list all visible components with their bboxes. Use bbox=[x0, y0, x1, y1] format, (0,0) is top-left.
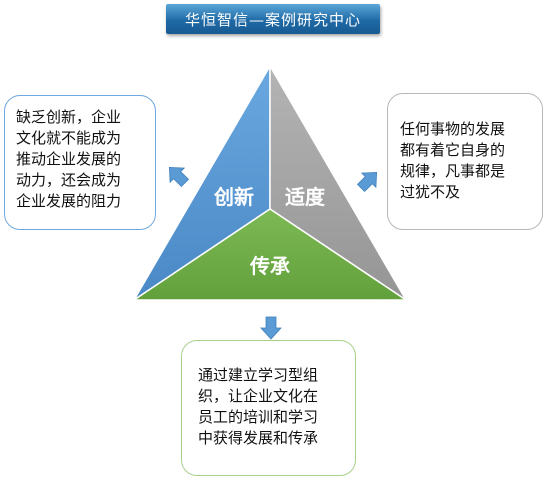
arrow-right-icon bbox=[356, 171, 378, 193]
note-line: 过犹不及 bbox=[400, 183, 461, 201]
title-banner: 华恒智信—案例研究中心 bbox=[166, 4, 380, 34]
note-line: 任何事物的发展 bbox=[400, 120, 506, 138]
note-line: 文化就不能成为 bbox=[16, 129, 122, 147]
note-line: 缺乏创新，企业 bbox=[16, 108, 122, 126]
banner-title: 华恒智信—案例研究中心 bbox=[184, 10, 361, 29]
note-line: 中获得发展和传承 bbox=[198, 429, 319, 447]
note-line: 员工的培训和学习 bbox=[198, 408, 319, 426]
arrow-left-icon bbox=[168, 166, 190, 188]
inheritance-note-box: 通过建立学习型组 织，让企业文化在 员工的培训和学习 中获得发展和传承 bbox=[181, 340, 356, 476]
triangle-segment-inheritance bbox=[131, 208, 409, 301]
note-line: 规律，凡事都是 bbox=[400, 162, 506, 180]
moderation-note-box: 任何事物的发展 都有着它自身的 规律，凡事都是 过犹不及 bbox=[387, 93, 543, 230]
note-line: 推动企业发展的 bbox=[16, 150, 122, 168]
note-line: 动力，还会成为 bbox=[16, 171, 122, 189]
note-line: 织，让企业文化在 bbox=[198, 387, 319, 405]
label-inheritance: 传承 bbox=[249, 254, 290, 278]
note-line: 企业发展的阻力 bbox=[16, 192, 122, 210]
note-line: 都有着它自身的 bbox=[400, 141, 506, 159]
innovation-note-box: 缺乏创新，企业 文化就不能成为 推动企业发展的 动力，还会成为 企业发展的阻力 bbox=[4, 95, 156, 230]
label-innovation: 创新 bbox=[213, 185, 254, 209]
note-line: 通过建立学习型组 bbox=[198, 366, 319, 384]
label-moderation: 适度 bbox=[285, 185, 326, 209]
arrow-down-icon bbox=[260, 316, 282, 340]
